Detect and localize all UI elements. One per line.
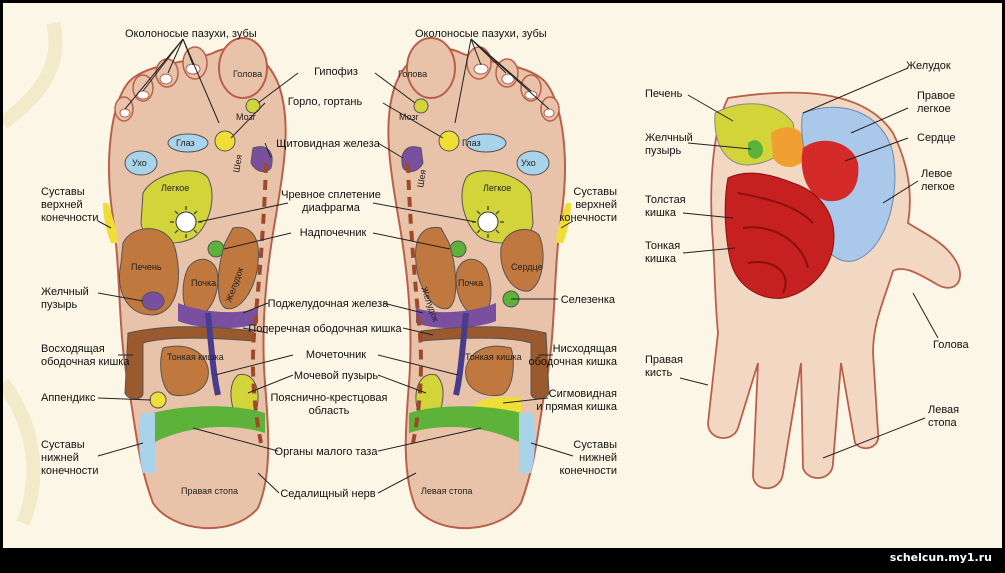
- label-ureter: Мочеточник: [306, 349, 366, 361]
- lf-ear-label: Ухо: [521, 158, 536, 168]
- small-intestine-zone: [160, 345, 209, 397]
- label-throat: Горло, гортань: [288, 96, 363, 108]
- diagram-svg: Голова Мозг Глаз Ухо Шея Легкое Печень П…: [3, 21, 969, 529]
- rf-brain-label: Мозг: [236, 112, 257, 122]
- hand-heart: [801, 140, 859, 202]
- label-spleen: Селезенка: [561, 294, 616, 306]
- colon-zone: [124, 326, 254, 400]
- lf-sinus-label: Околоносые пазухи, зубы: [415, 28, 547, 40]
- lf-heart-label: Сердце: [511, 262, 543, 272]
- gallbladder-zone: [141, 291, 165, 311]
- lf-small-intestine-label: Тонкая кишка: [465, 352, 522, 362]
- thyroid-zone: [250, 146, 273, 173]
- rf-neck-label: Шея: [231, 154, 244, 174]
- lf-foot-name: Левая стопа: [421, 486, 472, 496]
- footer-bar: [3, 548, 1002, 570]
- left-foot-drawing: [387, 37, 571, 529]
- label-transverse-colon: Поперечная ободочная кишка: [248, 323, 402, 335]
- label-pancreas: Поджелудочная железа: [268, 298, 390, 310]
- watermark: schelcun.my1.ru: [889, 551, 992, 564]
- label-pituitary: Гипофиз: [314, 66, 358, 78]
- hand-label-head: Голова: [933, 339, 969, 351]
- hand-label-heart: Сердце: [917, 132, 956, 144]
- rf-sinus-label: Околоносые пазухи, зубы: [125, 28, 257, 40]
- hand-drawing: [707, 91, 961, 490]
- label-sciatic: Седалищный нерв: [280, 488, 375, 500]
- label-pelvic: Органы малого таза: [275, 446, 379, 458]
- appendix-point: [149, 391, 167, 409]
- lf-lung-label: Легкое: [483, 183, 511, 193]
- pituitary-point: [245, 98, 261, 114]
- rf-liver-label: Печень: [131, 262, 162, 272]
- big-toe: [218, 37, 268, 99]
- rf-ear-label: Ухо: [132, 158, 147, 168]
- throat-point: [214, 130, 236, 152]
- label-appendix: Аппендикс: [41, 392, 96, 404]
- rf-head-label: Голова: [233, 69, 262, 79]
- ear-zone: [124, 150, 158, 176]
- pelvic-zone: [153, 406, 265, 443]
- lf-head-label: Голова: [398, 69, 427, 79]
- lf-brain-label: Мозг: [399, 112, 420, 122]
- rf-lung-label: Легкое: [161, 183, 189, 193]
- rf-foot-name: Правая стопа: [181, 486, 238, 496]
- label-adrenal: Надпочечник: [300, 227, 367, 239]
- rf-small-intestine-label: Тонкая кишка: [167, 352, 224, 362]
- hand-label-liver: Печень: [645, 88, 683, 100]
- lf-neck-label: Шея: [415, 169, 428, 189]
- liver-zone: [119, 228, 180, 316]
- lf-kidney-label: Почка: [458, 278, 483, 288]
- hand-label-stomach: Желудок: [906, 60, 951, 72]
- kidney-zone: [182, 258, 219, 317]
- hand-intestines: [724, 172, 835, 299]
- rf-eye-label: Глаз: [176, 138, 195, 148]
- leader-lines: [97, 38, 939, 494]
- label-bladder: Мочевой пузырь: [294, 370, 379, 382]
- eye-zone: [167, 133, 209, 153]
- label-thyroid: Щитовидная железа: [276, 138, 381, 150]
- rf-kidney-label: Почка: [191, 278, 216, 288]
- lf-eye-label: Глаз: [462, 138, 481, 148]
